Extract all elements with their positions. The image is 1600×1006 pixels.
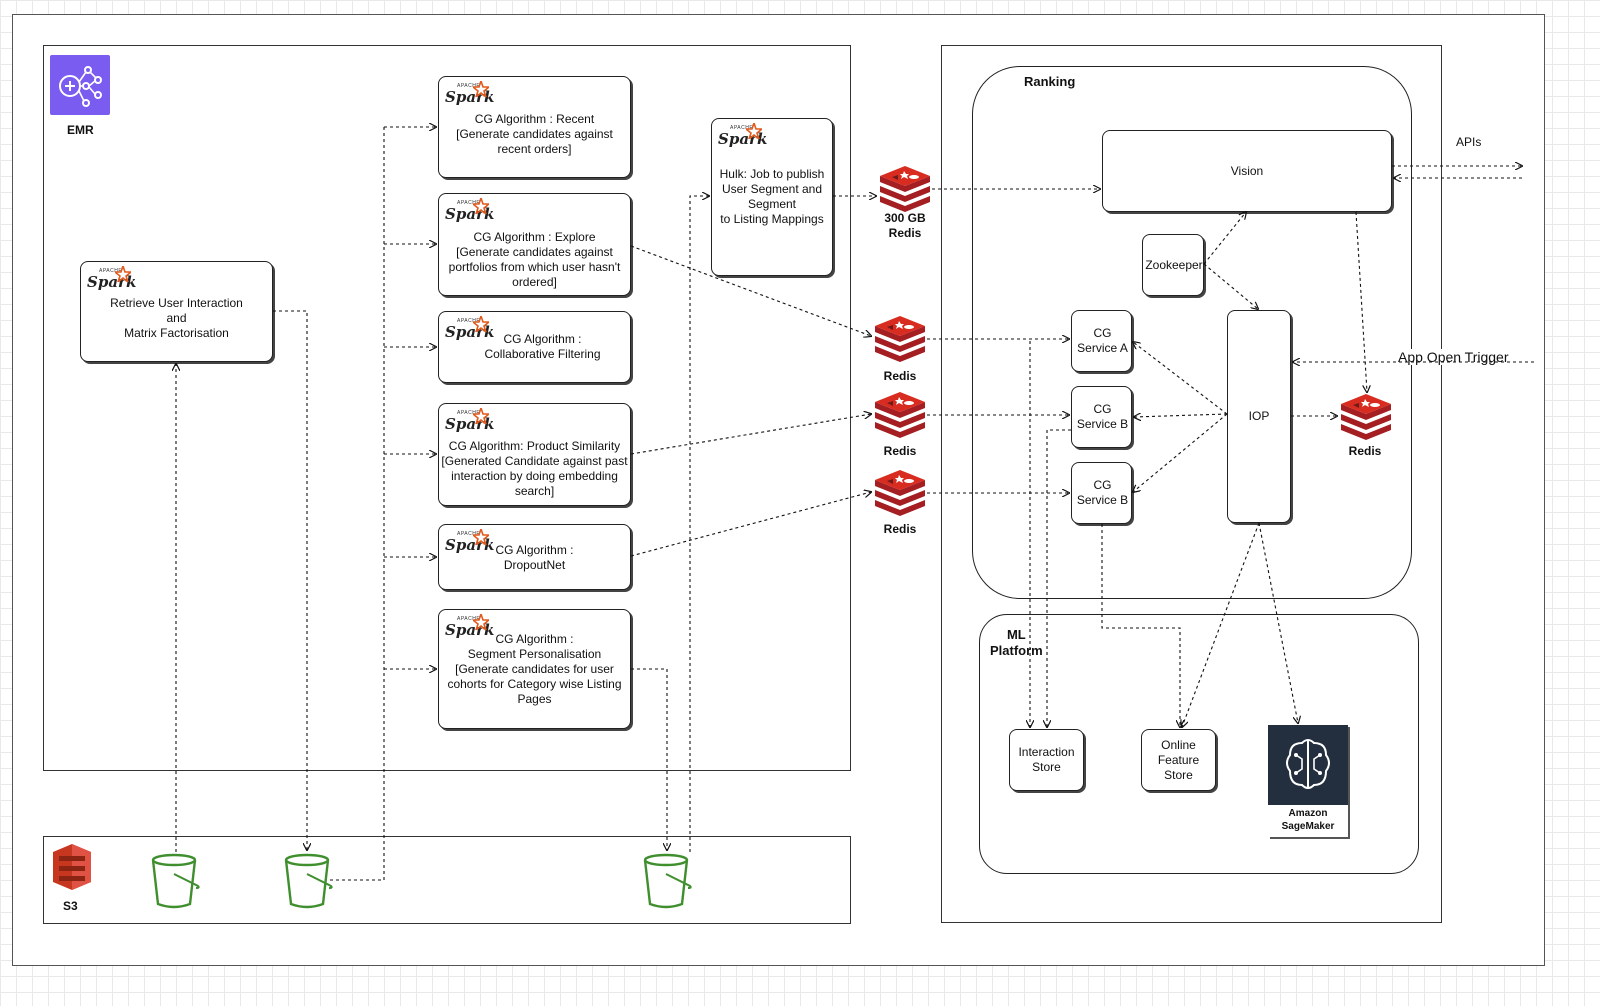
redis-300gb-label: 300 GB Redis [884,211,926,240]
connector-line [1355,211,1367,392]
redis-icon [873,316,927,362]
iop-box[interactable]: IOP [1227,310,1291,523]
connector-line [689,196,709,852]
connector-line [1101,524,1180,727]
connector-line [630,245,871,336]
zookeeper-box[interactable]: Zookeeper [1142,234,1204,296]
interaction-store-box[interactable]: Interaction Store [1009,729,1084,791]
redis-icon [1339,394,1393,440]
connector-line [1182,522,1260,727]
s3-label: S3 [63,899,78,913]
connector-line [1134,414,1228,417]
cg-service-b-box[interactable]: CG Service B [1071,386,1132,448]
connector-line [1133,413,1228,492]
emr-icon [50,55,110,115]
ranking-label: Ranking [1024,74,1076,89]
sagemaker-label: Amazon SageMaker [1281,808,1335,832]
connector-line [330,127,385,881]
cg-service-b-box[interactable]: CG Service B [1071,462,1132,524]
connector-line [1047,429,1071,727]
emr-label: EMR [67,123,94,137]
ml-platform-group [979,614,1419,874]
connector-line [630,414,871,455]
redis-label: Redis [883,369,917,383]
connector-line [1203,212,1246,265]
ranking-group [972,66,1412,599]
online-feature-store-box[interactable]: Online Feature Store [1141,729,1216,791]
vision-box[interactable]: Vision [1102,130,1392,212]
bucket-icon [642,852,694,910]
connector-line [1258,522,1298,723]
redis-icon [873,470,927,516]
emr-region [43,45,851,771]
redis-label: Redis [1348,444,1382,458]
connector-line [1133,342,1228,415]
apis-label: APIs [1456,135,1482,149]
bucket-icon [150,852,202,910]
sagemaker-label-bg [1268,805,1348,837]
bucket-icon [283,852,335,910]
connector-line [631,668,667,850]
app-open-trigger-label: App Open Trigger [1396,349,1511,365]
connector-line [630,492,871,557]
cg-service-a-box[interactable]: CG Service A [1071,310,1132,372]
connector-line [273,310,307,850]
serving-region [941,45,1442,923]
redis-label: Redis [883,522,917,536]
connector-line [1203,263,1258,309]
redis-icon [873,392,927,438]
s3-icon [47,842,97,892]
redis-icon [878,166,932,212]
s3-region [43,836,851,924]
redis-label: Redis [883,444,917,458]
sagemaker-icon [1268,725,1348,805]
